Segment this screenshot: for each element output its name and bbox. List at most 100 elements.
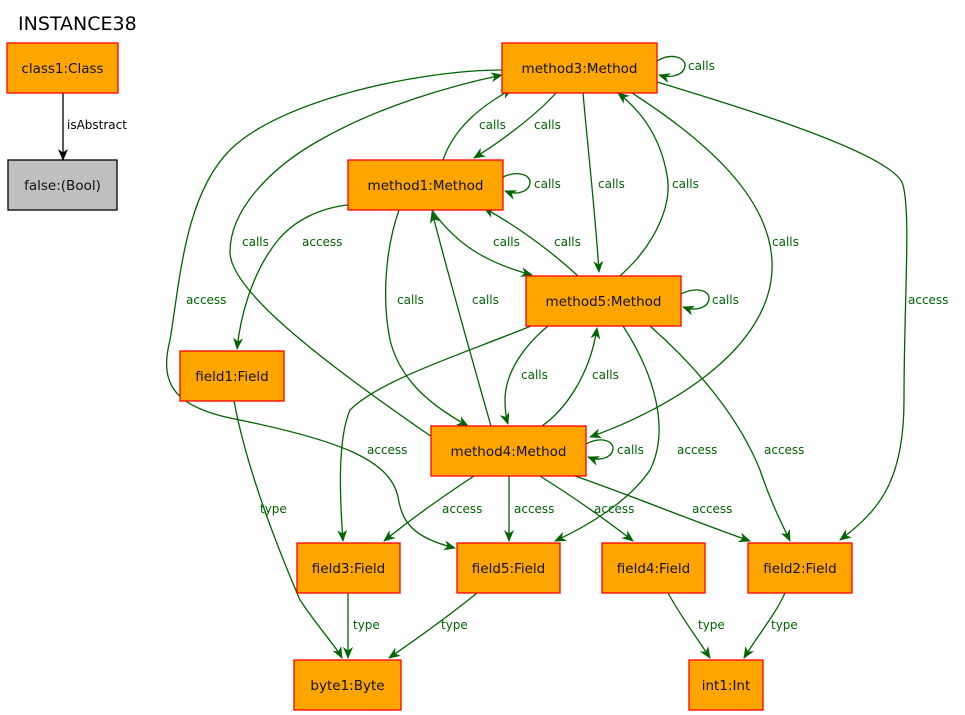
edge-label-method4-to-field5: access	[514, 502, 554, 516]
node-box-field4[interactable]	[601, 542, 706, 594]
edge-method4-to-field2	[574, 475, 751, 543]
edge-method5-to-field5	[554, 325, 660, 542]
edge-method3-to-method5	[582, 92, 604, 273]
node-int1[interactable]: int1:Int	[688, 659, 764, 711]
edge-label-method3-to-method3: calls	[688, 59, 715, 73]
edge-method1-to-method5	[431, 209, 533, 277]
node-byte1[interactable]: byte1:Byte	[293, 659, 402, 711]
node-box-method4[interactable]	[430, 425, 587, 477]
edge-label-method3-to-method5: calls	[598, 177, 625, 191]
node-field2[interactable]: field2:Field	[747, 542, 853, 594]
node-label-method1: method1:Method	[368, 178, 484, 194]
edge-method4-to-field4	[539, 475, 634, 542]
edge-method4-to-method5	[541, 327, 601, 427]
node-field1[interactable]: field1:Field	[179, 350, 285, 402]
node-label-field1: field1:Field	[195, 369, 268, 385]
node-box-field5[interactable]	[456, 542, 561, 594]
edge-method5-to-method3	[617, 92, 669, 277]
node-label-int1: int1:Int	[702, 678, 751, 694]
edge-method4-to-method3	[229, 72, 503, 438]
edge-label-method5-to-field2: access	[764, 443, 804, 457]
node-box-method3[interactable]	[501, 42, 658, 94]
node-box-byte1[interactable]	[293, 659, 402, 711]
edge-labels-layer: isAbstract calls calls calls calls calls calls…	[67, 59, 948, 632]
edges-layer	[58, 55, 908, 659]
edge-method5-to-field2	[649, 325, 791, 542]
edge-label-method4-to-method5: calls	[592, 368, 619, 382]
edge-label-method3-to-field2: access	[908, 293, 948, 307]
node-label-byte1: byte1:Byte	[310, 678, 384, 694]
edge-method3-to-field5	[166, 69, 503, 551]
edge-label-method5-to-method4: calls	[521, 368, 548, 382]
node-method1[interactable]: method1:Method	[347, 159, 504, 211]
edge-method4-to-method4	[585, 439, 614, 466]
edge-label-method1-to-method5: calls	[493, 235, 520, 249]
node-label-field3: field3:Field	[312, 561, 385, 577]
edge-method3-to-method1	[473, 92, 557, 159]
node-label-method3: method3:Method	[522, 61, 638, 77]
edge-label-method5-to-field5: access	[677, 443, 717, 457]
edge-label-method4-to-method1: calls	[472, 293, 499, 307]
edge-method3-to-method4	[589, 92, 773, 439]
node-label-method4: method4:Method	[451, 444, 567, 460]
edge-method5-to-method4	[499, 325, 549, 425]
node-label-field4: field4:Field	[617, 561, 690, 577]
edge-method1-to-field1	[233, 204, 349, 350]
edge-field2-to-int1	[743, 592, 786, 659]
edge-label-method4-to-field3: access	[442, 502, 482, 516]
edge-label-method1-to-method3: calls	[479, 118, 506, 132]
edge-method5-to-field3	[337, 325, 532, 542]
edge-method4-to-field3	[383, 475, 475, 542]
edge-method3-to-method3	[656, 55, 686, 83]
edge-label-method4-to-field4: access	[594, 502, 634, 516]
edge-field5-to-byte1	[388, 592, 478, 659]
edge-label-field2-to-int1: type	[771, 618, 798, 632]
node-method5[interactable]: method5:Method	[525, 275, 682, 327]
edge-label-method3-to-method4: calls	[772, 235, 799, 249]
edge-label-method1-to-field1: access	[302, 235, 342, 249]
nodes-layer: class1:Class false:(Bool) method3:Method me…	[6, 42, 853, 711]
edge-label-method5-to-method5: calls	[712, 293, 739, 307]
node-class1[interactable]: class1:Class	[6, 42, 119, 94]
edge-label-method4-to-field2: access	[692, 502, 732, 516]
node-box-method1[interactable]	[347, 159, 504, 211]
node-box-field1[interactable]	[179, 350, 285, 402]
edge-label-method4-to-method3: calls	[242, 235, 269, 249]
edge-method5-to-method5	[680, 289, 710, 316]
node-label-method5: method5:Method	[546, 294, 662, 310]
edge-label-method5-to-method1: calls	[554, 235, 581, 249]
node-field4[interactable]: field4:Field	[601, 542, 706, 594]
edge-method3-to-field2	[656, 81, 908, 541]
node-label-field2: field2:Field	[763, 561, 836, 577]
edge-label-field4-to-int1: type	[698, 618, 725, 632]
node-box-field3[interactable]	[296, 542, 401, 594]
edge-label-method5-to-field3: access	[367, 443, 407, 457]
edge-label-method3-to-method1: calls	[534, 118, 561, 132]
edge-field1-to-byte1	[233, 400, 343, 659]
edge-label-method3-to-field5: access	[186, 293, 226, 307]
node-label-field5: field5:Field	[472, 561, 545, 577]
edge-label-method1-to-method1: calls	[534, 177, 561, 191]
node-method3[interactable]: method3:Method	[501, 42, 658, 94]
diagram-title: INSTANCE38	[18, 13, 137, 35]
node-box-int1[interactable]	[688, 659, 764, 711]
edge-method1-to-method4	[385, 209, 469, 427]
edge-label-method1-to-method4: calls	[397, 293, 424, 307]
edge-field4-to-int1	[667, 592, 711, 659]
node-field3[interactable]: field3:Field	[296, 542, 401, 594]
edge-label-class1-to-false: isAbstract	[67, 118, 127, 132]
node-box-false[interactable]	[7, 159, 118, 211]
node-label-false: false:(Bool)	[24, 178, 101, 194]
edge-method1-to-method3	[442, 88, 513, 161]
node-method4[interactable]: method4:Method	[430, 425, 587, 477]
node-field5[interactable]: field5:Field	[456, 542, 561, 594]
edge-label-method5-to-method3: calls	[672, 177, 699, 191]
node-box-method5[interactable]	[525, 275, 682, 327]
node-box-class1[interactable]	[6, 42, 119, 94]
edge-method5-to-method1	[483, 207, 579, 277]
edge-method4-to-method1	[429, 211, 492, 427]
node-label-class1: class1:Class	[21, 61, 103, 77]
node-false[interactable]: false:(Bool)	[7, 159, 118, 211]
node-box-field2[interactable]	[747, 542, 853, 594]
edge-label-field1-to-byte1: type	[260, 502, 287, 516]
